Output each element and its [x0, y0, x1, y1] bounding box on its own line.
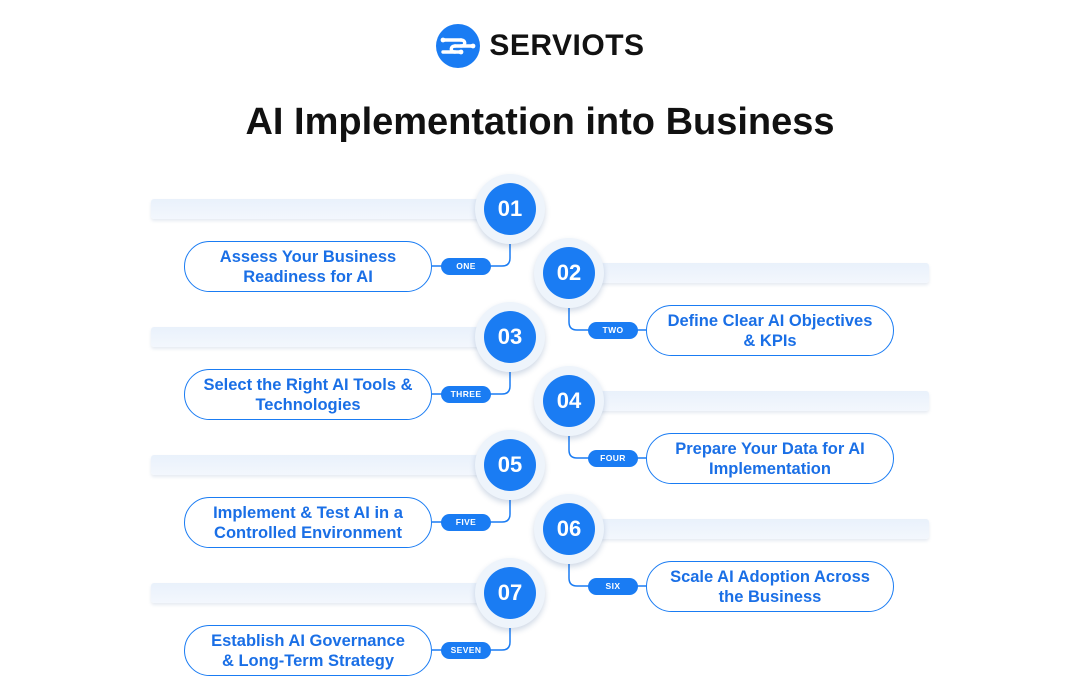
step-number-badge: 06 [534, 494, 604, 564]
step-label: Implement & Test AI in a Controlled Envi… [213, 503, 403, 542]
step-card: Implement & Test AI in a Controlled Envi… [184, 497, 432, 548]
step-header-bar [584, 391, 929, 411]
step-card: Define Clear AI Objectives & KPIs [646, 305, 894, 356]
step-number: 03 [484, 311, 536, 363]
step-number-badge: 05 [475, 430, 545, 500]
step-label: Assess Your Business Readiness for AI [219, 247, 397, 286]
step-label: Establish AI Governance & Long-Term Stra… [211, 631, 405, 670]
step-number-badge: 03 [475, 302, 545, 372]
connector-line [568, 564, 646, 587]
step-header-bar [151, 583, 496, 603]
serviots-logo-icon [436, 24, 481, 68]
connector-line [432, 628, 511, 651]
step-number-badge: 04 [534, 366, 604, 436]
step-number-badge: 01 [475, 174, 545, 244]
step-number: 04 [543, 375, 595, 427]
connector-line [568, 436, 646, 459]
step-header-bar [151, 327, 496, 347]
page-title: AI Implementation into Business [245, 101, 835, 143]
step-ordinal-tag: FOUR [588, 449, 638, 467]
step-ordinal-tag: SIX [588, 577, 638, 595]
connector-line [568, 308, 646, 331]
step-label: Define Clear AI Objectives & KPIs [667, 311, 873, 350]
step-ordinal-tag: TWO [588, 321, 638, 339]
step-ordinal-tag: ONE [441, 257, 491, 275]
step-ordinal-tag: THREE [441, 385, 491, 403]
step-ordinal-tag: FIVE [441, 513, 491, 531]
step-number: 06 [543, 503, 595, 555]
step-card: Prepare Your Data for AI Implementation [646, 433, 894, 484]
step-header-bar [151, 455, 496, 475]
step-number-badge: 07 [475, 558, 545, 628]
step-number: 05 [484, 439, 536, 491]
step-number: 07 [484, 567, 536, 619]
brand-logo: SERVIOTS [0, 20, 1080, 72]
step-number: 01 [484, 183, 536, 235]
step-card: Scale AI Adoption Across the Business [646, 561, 894, 612]
step-header-bar [151, 199, 496, 219]
step-card: Select the Right AI Tools & Technologies [184, 369, 432, 420]
connector-line [432, 372, 511, 395]
step-card: Establish AI Governance & Long-Term Stra… [184, 625, 432, 676]
step-header-bar [584, 263, 929, 283]
step-label: Scale AI Adoption Across the Business [670, 567, 870, 606]
brand-name: SERVIOTS [489, 29, 645, 62]
step-number: 02 [543, 247, 595, 299]
step-card: Assess Your Business Readiness for AI [184, 241, 432, 292]
connector-line [432, 244, 511, 267]
connector-line [432, 500, 511, 523]
step-label: Prepare Your Data for AI Implementation [675, 439, 865, 478]
step-label: Select the Right AI Tools & Technologies [203, 375, 413, 414]
step-number-badge: 02 [534, 238, 604, 308]
step-ordinal-tag: SEVEN [441, 641, 491, 659]
step-header-bar [584, 519, 929, 539]
